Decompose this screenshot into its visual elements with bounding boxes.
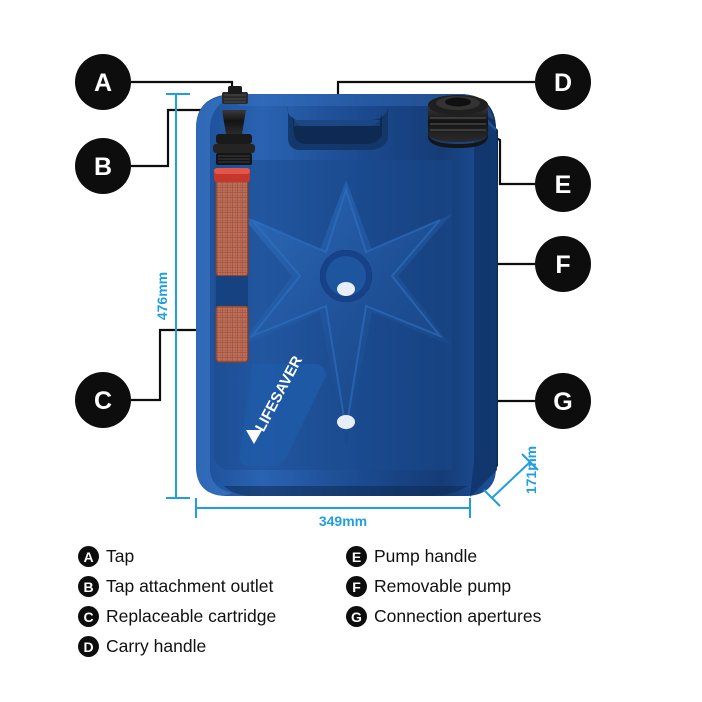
callout-g-letter: G bbox=[553, 388, 572, 416]
callout-bubble-g[interactable]: G bbox=[535, 373, 591, 429]
legend-label-d: Carry handle bbox=[106, 636, 207, 656]
legend-badge-e: E bbox=[346, 546, 367, 567]
callout-b-letter: B bbox=[94, 153, 112, 181]
legend-item-f: F Removable pump bbox=[346, 572, 541, 601]
replaceable-cartridge bbox=[214, 168, 250, 363]
tap-assembly bbox=[213, 86, 255, 165]
callout-a-letter: A bbox=[94, 69, 112, 97]
legend-item-d: D Carry handle bbox=[78, 632, 276, 661]
legend-column-right: E Pump handle F Removable pump G Connect… bbox=[346, 542, 541, 632]
removable-pump-star bbox=[240, 180, 452, 448]
connection-aperture-lower bbox=[337, 415, 355, 429]
legend-badge-a: A bbox=[78, 546, 99, 567]
legend-label-b: Tap attachment outlet bbox=[106, 576, 274, 596]
legend: A Tap B Tap attachment outlet C Replacea… bbox=[78, 542, 678, 672]
callout-bubble-e[interactable]: E bbox=[535, 156, 591, 212]
legend-label-c: Replaceable cartridge bbox=[106, 606, 277, 626]
dimension-depth-label: 171mm bbox=[523, 446, 539, 494]
legend-item-a: A Tap bbox=[78, 542, 276, 571]
callout-bubble-a[interactable]: A bbox=[75, 54, 131, 110]
legend-label-a: Tap bbox=[106, 546, 135, 566]
callout-c-letter: C bbox=[94, 387, 112, 415]
legend-badge-b: B bbox=[78, 576, 99, 597]
legend-badge-c: C bbox=[78, 606, 99, 627]
legend-item-c: C Replaceable cartridge bbox=[78, 602, 276, 631]
callout-e-letter: E bbox=[555, 171, 572, 199]
legend-badge-d: D bbox=[78, 636, 99, 657]
legend-badge-g: G bbox=[346, 606, 367, 627]
callout-bubbles: A B C D E F G bbox=[75, 54, 591, 429]
callout-bubble-c[interactable]: C bbox=[75, 372, 131, 428]
jerrycan-body: LIFESAVER bbox=[196, 94, 498, 497]
callout-bubble-f[interactable]: F bbox=[535, 236, 591, 292]
legend-label-e: Pump handle bbox=[374, 546, 478, 566]
legend-item-b: B Tap attachment outlet bbox=[78, 572, 276, 601]
legend-badge-f: F bbox=[346, 576, 367, 597]
callout-f-letter: F bbox=[555, 251, 570, 279]
legend-item-e: E Pump handle bbox=[346, 542, 541, 571]
legend-label-f: Removable pump bbox=[374, 576, 512, 596]
dimension-width-label: 349mm bbox=[319, 513, 367, 529]
legend-item-g: G Connection apertures bbox=[346, 602, 541, 631]
dimension-height-label: 476mm bbox=[154, 272, 170, 320]
pump-handle-cap bbox=[428, 95, 488, 148]
connection-aperture-upper bbox=[337, 282, 355, 296]
callout-bubble-d[interactable]: D bbox=[535, 54, 591, 110]
legend-label-g: Connection apertures bbox=[374, 606, 542, 626]
legend-column-left: A Tap B Tap attachment outlet C Replacea… bbox=[78, 542, 276, 662]
dimension-lines bbox=[166, 93, 539, 518]
brand-plate: LIFESAVER bbox=[239, 353, 326, 466]
callout-bubble-b[interactable]: B bbox=[75, 138, 131, 194]
callout-d-letter: D bbox=[554, 69, 572, 97]
